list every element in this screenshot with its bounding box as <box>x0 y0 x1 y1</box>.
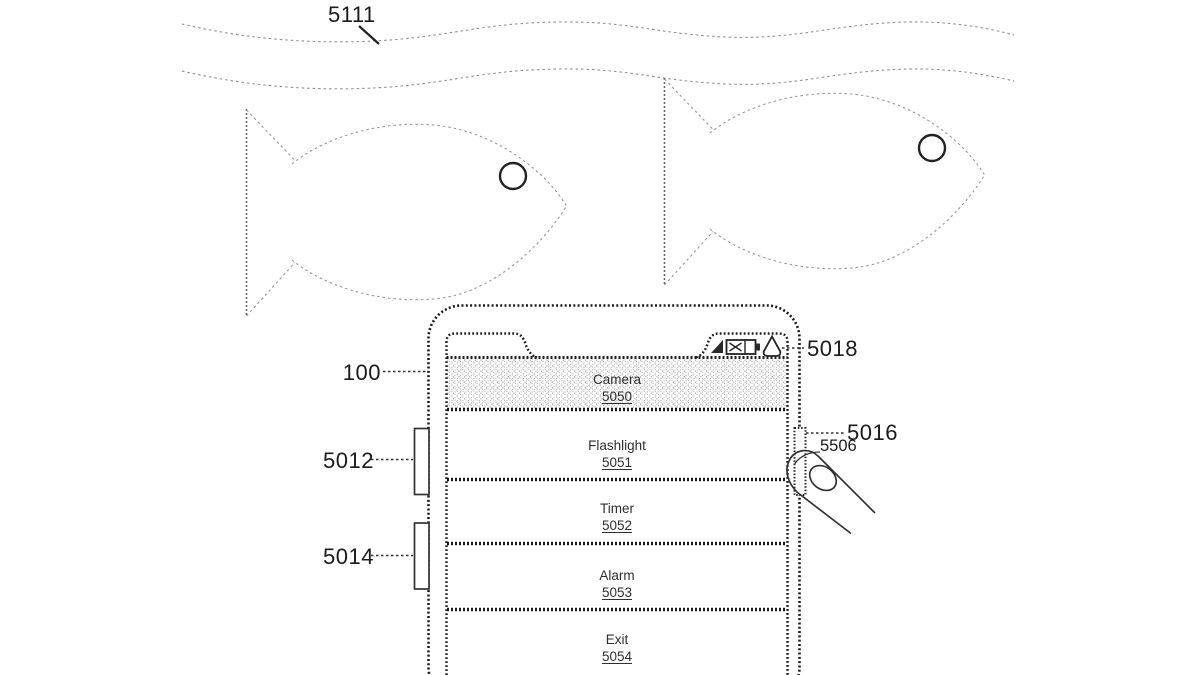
fish-left-back <box>291 123 567 207</box>
fish-left-eye <box>498 161 528 191</box>
fish-right-eye <box>917 133 947 163</box>
fish-right <box>663 78 985 286</box>
fish-right-back <box>709 92 985 176</box>
fish-left-belly <box>291 205 567 301</box>
water-drop-icon <box>762 334 782 357</box>
menu-item-label: Exit <box>605 632 629 647</box>
battery-icon <box>725 339 760 355</box>
fish-right-tail <box>664 78 715 286</box>
side-button-5012[interactable] <box>413 427 430 496</box>
menu-item-ref: 5050 <box>601 389 633 404</box>
menu-item-exit[interactable]: Exit 5054 <box>446 631 788 665</box>
menu-item-alarm[interactable]: Alarm 5053 <box>446 567 788 601</box>
menu-item-label: Alarm <box>599 568 635 583</box>
side-button-5014[interactable] <box>413 522 430 590</box>
menu-item-ref: 5054 <box>601 649 633 664</box>
menu-item-label: Timer <box>600 501 634 516</box>
water-wave-bottom <box>181 68 1015 90</box>
camera-row-hatch <box>447 359 787 409</box>
menu-item-ref: 5051 <box>601 455 633 470</box>
fingernail <box>808 464 838 492</box>
water-surface-lines <box>181 21 1015 90</box>
menu-item-timer[interactable]: Timer 5052 <box>446 500 788 534</box>
ref-label-finger-contact: 5506 <box>820 437 857 455</box>
menu-item-flashlight[interactable]: Flashlight 5051 <box>446 437 788 471</box>
phone-screen-outline <box>445 332 789 675</box>
screen-right-edge-and-tab <box>695 332 789 675</box>
leader-5111 <box>358 25 380 45</box>
fish-right-belly <box>709 174 985 270</box>
leader-5506 <box>793 451 821 465</box>
ref-label-device: 100 <box>342 360 381 385</box>
fish-left-tail <box>246 109 297 317</box>
menu-item-label: Flashlight <box>588 438 646 453</box>
ref-label-side-button-right: 5016 <box>847 420 898 445</box>
fish-left <box>245 109 567 317</box>
leader-lines <box>371 347 844 557</box>
screen-left-edge-and-tab <box>445 332 538 675</box>
water-wave-top <box>181 21 1015 43</box>
menu-item-ref: 5053 <box>601 585 633 600</box>
signal-icon <box>711 340 723 353</box>
menu-item-camera[interactable]: Camera 5050 <box>446 371 788 405</box>
menu-item-ref: 5052 <box>601 518 633 533</box>
menu-dividers <box>447 407 787 612</box>
status-bar-icons <box>711 334 782 357</box>
ref-label-side-button-upper: 5012 <box>323 448 374 473</box>
menu-item-label: Camera <box>592 372 641 387</box>
ref-label-water-surface: 5111 <box>328 2 376 27</box>
ref-label-side-button-lower: 5014 <box>323 544 374 569</box>
ref-label-status-indicators: 5018 <box>807 336 858 361</box>
